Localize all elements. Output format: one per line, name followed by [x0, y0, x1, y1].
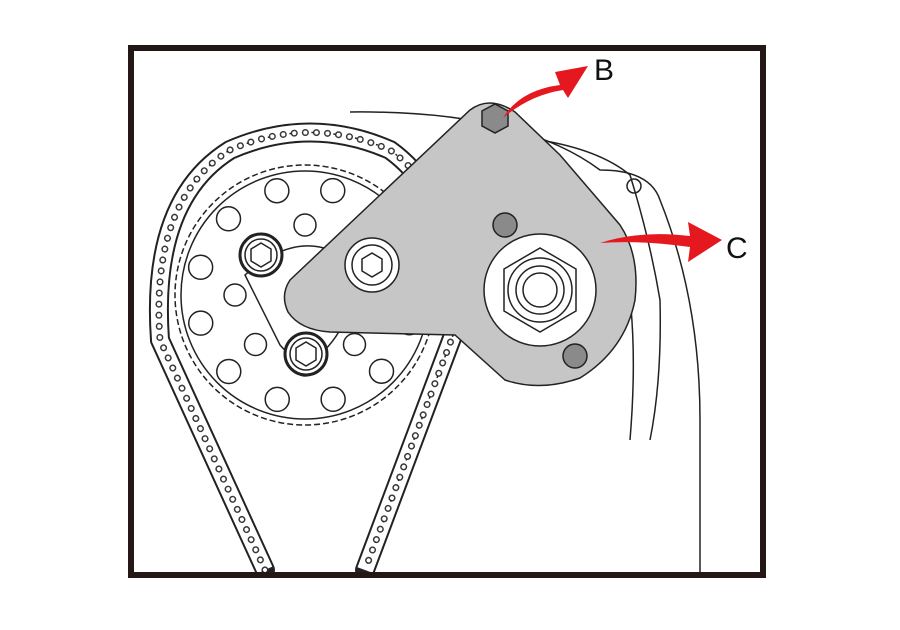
arrow-b: [503, 66, 588, 118]
sprocket-hole: [320, 386, 346, 413]
locating-pin-lower: [562, 343, 588, 369]
sprocket-hole: [187, 254, 214, 280]
sprocket-hole: [368, 358, 395, 384]
sprocket-hole: [223, 283, 247, 307]
sprocket-hole: [264, 177, 290, 204]
label-c: C: [726, 232, 748, 265]
sprocket-hole: [216, 358, 242, 385]
sprocket-bolt-upper: [238, 232, 284, 278]
locating-pin-upper: [492, 212, 518, 238]
hex-bolt-b: [481, 103, 509, 134]
plate-bolt: [344, 237, 400, 293]
sprocket-hole: [293, 213, 317, 237]
arrow-c: [600, 222, 722, 262]
sprocket-bolt-lower: [283, 331, 329, 377]
sprocket-hole: [342, 332, 367, 357]
sprocket-hole: [187, 310, 214, 336]
sprocket-hole: [320, 177, 346, 204]
camshaft-nut: [483, 233, 597, 347]
sprocket-hole: [215, 206, 242, 232]
label-b: B: [594, 54, 614, 87]
sprocket-hole: [264, 386, 290, 413]
diagram-frame: [128, 45, 766, 578]
sprocket-hole: [243, 332, 268, 357]
